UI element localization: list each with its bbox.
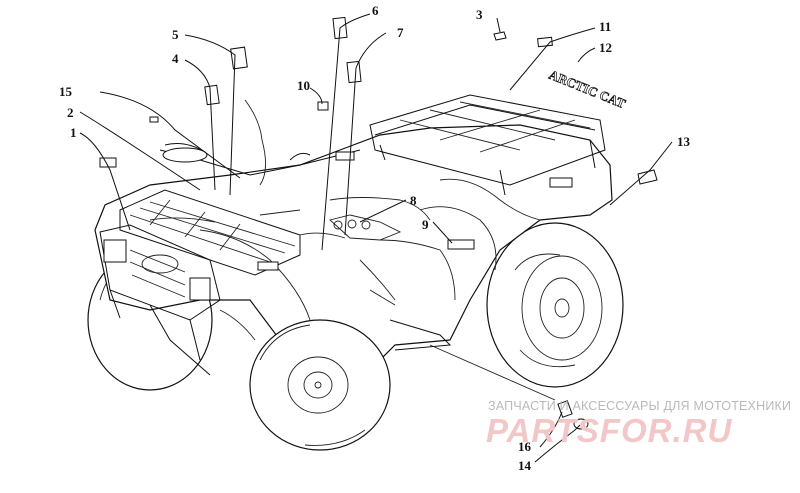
decal-item-10 — [317, 101, 329, 111]
callout-4: 4 — [172, 51, 179, 66]
leader-6 — [321, 13, 371, 251]
callout-8: 8 — [410, 193, 417, 208]
callout-13: 13 — [677, 134, 691, 149]
decal-item-7 — [346, 60, 362, 84]
leader-14 — [534, 424, 581, 463]
leader-12 — [577, 47, 596, 63]
leader-lines — [79, 13, 673, 463]
decal-item-3 — [493, 31, 507, 41]
callout-3: 3 — [476, 7, 483, 22]
leader-4 — [184, 59, 216, 191]
leader-kit-line — [429, 344, 556, 401]
leader-8 — [359, 199, 407, 223]
decal-item-4 — [204, 84, 220, 106]
atv-illustration: ARCTIC CAT — [87, 16, 658, 451]
leader-13 — [609, 141, 673, 206]
callout-14: 14 — [518, 458, 532, 473]
leader-1 — [79, 132, 131, 231]
watermark-brand: PARTSFOR.RU — [486, 412, 732, 449]
decal-item-14 — [573, 418, 589, 430]
decal-item-9 — [447, 239, 475, 250]
callout-labels: 1 2 3 4 5 6 7 8 9 10 11 12 13 14 15 16 — [59, 3, 691, 473]
callout-16: 16 — [518, 439, 532, 454]
callout-7: 7 — [397, 25, 404, 40]
callout-2: 2 — [67, 105, 74, 120]
leader-2 — [79, 111, 201, 191]
loose-decal-parts — [149, 16, 658, 430]
callout-1: 1 — [70, 125, 77, 140]
decal-item-15 — [149, 116, 159, 123]
atv-body — [94, 124, 613, 366]
leader-11 — [509, 27, 596, 91]
leader-10 — [309, 87, 323, 105]
rear-right-wheel — [486, 222, 624, 388]
callout-6: 6 — [372, 3, 379, 18]
callout-5: 5 — [172, 27, 179, 42]
front-bumper-grille — [99, 224, 221, 376]
leader-15 — [99, 91, 241, 179]
arctic-cat-decal-text: ARCTIC CAT — [547, 67, 628, 111]
handlebar — [159, 99, 361, 186]
seat-engine-area — [219, 214, 452, 351]
leader-7 — [344, 32, 387, 236]
leader-5 — [184, 34, 236, 196]
watermark-tagline: ЗАПЧАСТИ И АКСЕССУАРЫ ДЛЯ МОТОТЕХНИКИ — [488, 399, 791, 413]
callout-10: 10 — [297, 78, 310, 93]
front-rack — [119, 189, 301, 276]
callout-12: 12 — [599, 40, 612, 55]
callout-9: 9 — [422, 217, 429, 232]
watermark: ЗАПЧАСТИ И АКСЕССУАРЫ ДЛЯ МОТОТЕХНИКИ PA… — [486, 399, 791, 449]
callout-15: 15 — [59, 84, 73, 99]
decal-item-5 — [230, 46, 248, 70]
leader-3 — [496, 17, 501, 33]
front-right-wheel — [249, 319, 391, 451]
leader-9 — [432, 221, 453, 244]
callout-11: 11 — [599, 19, 611, 34]
rear-rack — [369, 94, 606, 196]
leader-16 — [539, 411, 563, 448]
